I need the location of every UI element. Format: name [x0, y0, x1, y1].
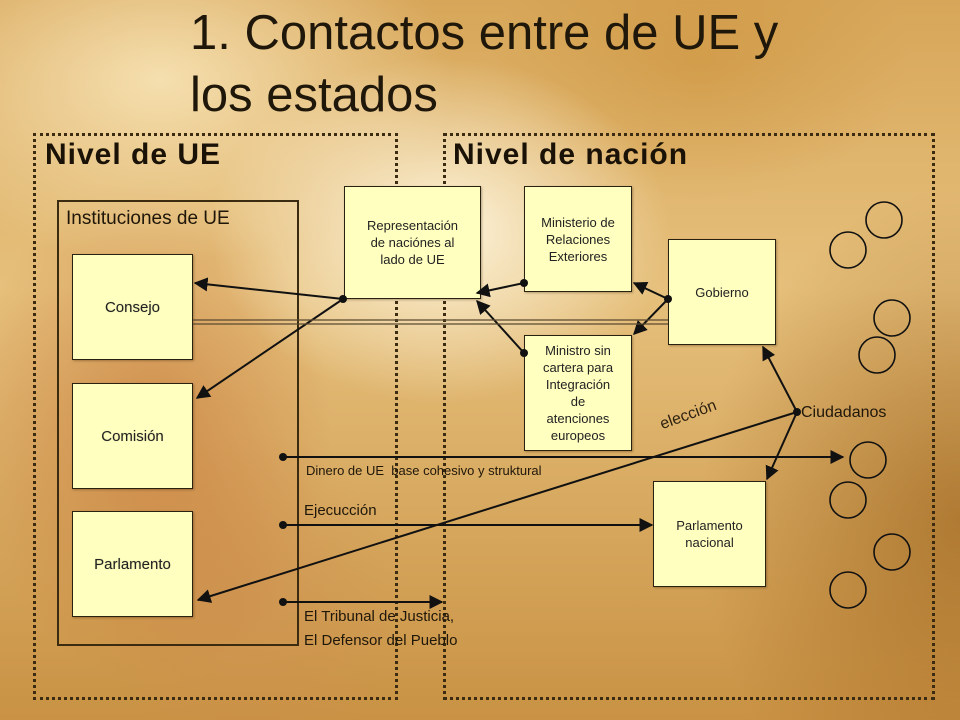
- representacion-line: Representación: [366, 218, 459, 233]
- ministro-line: de: [570, 394, 586, 409]
- representacion-line: lado de UE: [380, 252, 445, 267]
- consejo-label: Consejo: [104, 298, 161, 316]
- ministerio-line: Ministerio de: [541, 214, 615, 230]
- tribunal-label-line-2: El Defensor del Pueblo: [304, 632, 458, 649]
- representacion-box: Representación de naciónes al lado de UE: [344, 186, 481, 299]
- comision-box: Comisión: [72, 383, 193, 489]
- gobierno-box: Gobierno: [668, 239, 776, 345]
- ministro-line: cartera para: [542, 360, 614, 375]
- nation-level-label: Nivel de nación: [453, 138, 689, 171]
- gobierno-label: Gobierno: [695, 284, 749, 300]
- ministro-line: atenciones: [546, 411, 610, 426]
- ejecuccion-label: Ejecucción: [304, 502, 377, 519]
- parlamento-nacional-box: Parlamento nacional: [653, 481, 766, 587]
- ministerio-box: Ministerio de Relaciones Exteriores: [524, 186, 632, 292]
- parlamento-box: Parlamento: [72, 511, 193, 617]
- eu-level-label: Nivel de UE: [45, 138, 222, 171]
- ministro-line: Ministro sin: [545, 343, 611, 358]
- dinero-label: Dinero de UE base cohesivo y struktural: [306, 463, 542, 478]
- ciudadanos-label: Ciudadanos: [801, 404, 887, 421]
- tribunal-label-line-1: El Tribunal de Justicia,: [304, 608, 455, 625]
- ministro-box: Ministro sin cartera para Integración de…: [524, 335, 632, 451]
- slide-title: 1. Contactos entre de UE y los estados: [190, 2, 778, 126]
- ministro-line: Integración: [545, 377, 611, 392]
- title-line-2: los estados: [190, 68, 438, 122]
- parlamento-nacional-line: nacional: [685, 535, 734, 550]
- title-line-1: 1. Contactos entre de UE y: [190, 6, 779, 60]
- ministerio-line: Exteriores: [548, 248, 608, 264]
- ministro-line: europeos: [550, 428, 606, 443]
- eu-institutions-label: Instituciones de UE: [66, 208, 230, 229]
- ministerio-line: Relaciones: [545, 231, 611, 247]
- parlamento-label: Parlamento: [94, 555, 171, 573]
- consejo-box: Consejo: [72, 254, 193, 360]
- representacion-line: de naciónes al: [370, 235, 455, 250]
- parlamento-nacional-line: Parlamento: [676, 518, 743, 533]
- comision-label: Comisión: [101, 427, 164, 445]
